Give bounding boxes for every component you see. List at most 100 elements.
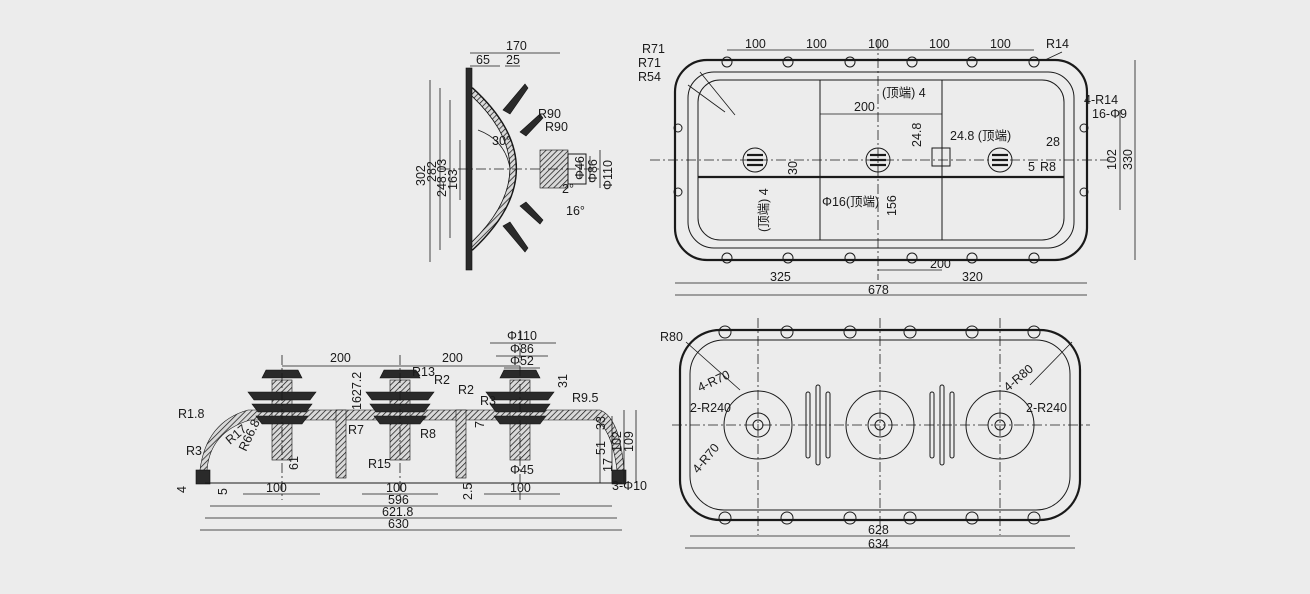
side-dim-10: 163	[446, 169, 460, 190]
front-dim-24: 102	[610, 431, 624, 452]
front-view-labels: 200 200 Φ110 Φ86 Φ52 R1.8 1627.2 R13 R2 …	[175, 329, 647, 531]
front-dim-9: R2	[434, 373, 450, 387]
front-dim-27: Φ45	[510, 463, 534, 477]
side-dim-11: Φ110	[601, 160, 615, 190]
front-dim-31: 100	[386, 481, 407, 495]
insulator-2	[365, 369, 435, 461]
front-dim-22: 33	[594, 416, 608, 430]
front-dim-1: 200	[330, 351, 351, 365]
side-dim-14: 2°	[562, 182, 574, 196]
bottom-port-1	[723, 390, 793, 460]
top-dim-7: 100	[929, 37, 950, 51]
front-dim-6: R1.8	[178, 407, 204, 421]
bottom-view	[672, 318, 1090, 549]
top-boss-2	[865, 147, 891, 173]
top-dim-14: 24.8	[910, 123, 924, 147]
front-dim-12: R9.5	[572, 391, 598, 405]
front-dim-23: 51	[594, 441, 608, 455]
side-dim-5: R90	[545, 120, 568, 134]
front-view	[195, 330, 637, 531]
front-dim-8: R13	[412, 365, 435, 379]
bottom-dim-4: 4-R70	[690, 441, 723, 476]
front-dim-30: 100	[266, 481, 287, 495]
front-dim-17: R3	[186, 444, 202, 458]
top-dim-2: R71	[638, 56, 661, 70]
bottom-port-3	[965, 390, 1035, 460]
front-dim-33: 2.5	[461, 483, 475, 500]
top-dim-22: 330	[1121, 149, 1135, 170]
side-dim-15: 16°	[566, 204, 585, 218]
top-dim-5: 100	[806, 37, 827, 51]
top-dim-15: 24.8 (顶端)	[950, 129, 1011, 143]
bottom-dim-2: 4-R70	[695, 368, 732, 395]
top-dim-13: 16-Φ9	[1092, 107, 1127, 121]
bottom-dim-1: R80	[660, 330, 683, 344]
front-dim-26: 17	[601, 458, 615, 472]
side-dim-8: 282	[425, 161, 439, 182]
side-dim-3: 25	[506, 53, 520, 67]
top-dim-27: 320	[962, 270, 983, 284]
front-dim-4: Φ86	[510, 342, 534, 356]
side-view	[429, 52, 601, 271]
front-dim-11: R3	[480, 394, 496, 408]
top-dim-25: 200	[930, 257, 951, 271]
front-dim-25: 109	[622, 431, 636, 452]
side-dim-12: Φ86	[586, 159, 600, 183]
front-dim-20: 7	[473, 421, 487, 428]
front-dim-15: R7	[348, 423, 364, 437]
top-dim-11: 200	[854, 100, 875, 114]
side-dim-7: 302	[414, 165, 428, 186]
top-view	[650, 40, 1136, 296]
front-dim-32: 100	[510, 481, 531, 495]
bottom-dim-8: 634	[868, 537, 889, 551]
side-view-labels: 170 65 25 R90 R90 30° 302 282 248.03 163…	[414, 39, 615, 218]
front-dim-18: 61	[287, 456, 301, 470]
top-dim-28: 678	[868, 283, 889, 297]
side-dim-6: 30°	[492, 134, 511, 148]
top-dim-26: 325	[770, 270, 791, 284]
front-dim-37: 3-Φ10	[612, 479, 647, 493]
top-dim-17: 30	[786, 161, 800, 175]
top-boss-1	[742, 147, 768, 173]
top-dim-1: R71	[642, 42, 665, 56]
side-dim-1: 170	[506, 39, 527, 53]
bottom-port-2	[845, 390, 915, 460]
front-dim-28: 4	[175, 486, 189, 493]
front-dim-5: Φ52	[510, 354, 534, 368]
front-dim-19: R15	[368, 457, 391, 471]
bottom-dim-3: 2-R240	[690, 401, 731, 415]
top-dim-10: (顶端) 4	[882, 86, 926, 100]
front-dim-7: 1627.2	[350, 372, 364, 410]
top-dim-8: 100	[990, 37, 1011, 51]
top-view-labels: R71 R71 R54 100 100 100 100 100 R14 (顶端)…	[638, 37, 1135, 297]
top-boss-3	[987, 147, 1013, 173]
front-dim-3: Φ110	[507, 329, 537, 343]
front-dim-36: 630	[388, 517, 409, 531]
top-dim-4: 100	[745, 37, 766, 51]
top-dim-21: 102	[1105, 149, 1119, 170]
front-dim-10: R2	[458, 383, 474, 397]
bottom-dim-7: 628	[868, 523, 889, 537]
top-dim-6: 100	[868, 37, 889, 51]
top-dim-23: Φ16(顶端)	[822, 195, 879, 209]
top-dim-20: R8	[1040, 160, 1056, 174]
front-dim-34: 596	[388, 493, 409, 507]
front-dim-35: 621.8	[382, 505, 413, 519]
bottom-dim-5: 4-R80	[1001, 362, 1036, 395]
top-dim-16: 28	[1046, 135, 1060, 149]
top-dim-24: 156	[885, 195, 899, 216]
side-dim-9: 248.03	[435, 159, 449, 197]
side-dim-2: 65	[476, 53, 490, 67]
insulator-1	[247, 369, 317, 461]
top-dim-3: R54	[638, 70, 661, 84]
front-dim-29: 5	[216, 488, 230, 495]
top-dim-18: (顶端) 4	[757, 188, 771, 232]
top-dim-12: 4-R14	[1084, 93, 1118, 107]
side-dim-4: R90	[538, 107, 561, 121]
front-dim-2: 200	[442, 351, 463, 365]
side-dim-13: Φ46	[573, 156, 587, 180]
front-dim-16: R8	[420, 427, 436, 441]
top-dim-9: R14	[1046, 37, 1069, 51]
front-dim-21: 31	[556, 374, 570, 388]
